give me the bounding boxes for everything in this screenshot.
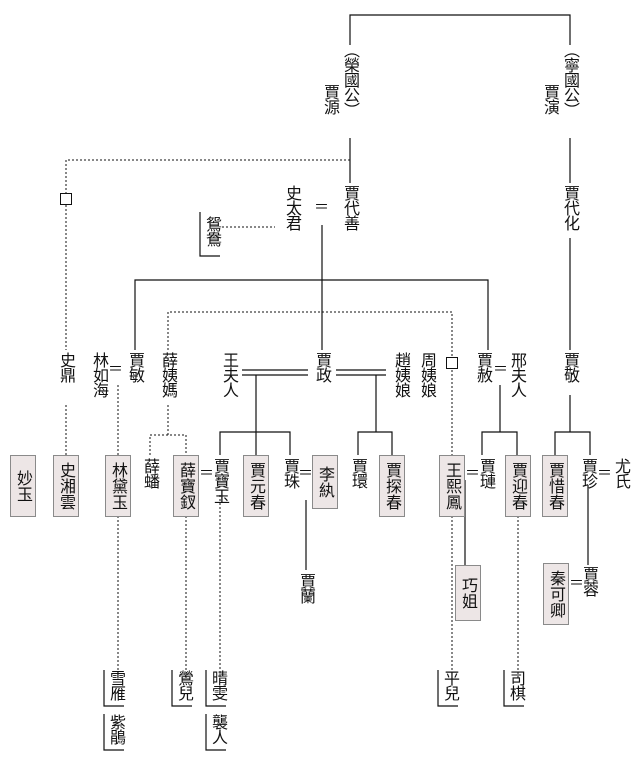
jia-min: 賈敏 [126, 352, 145, 382]
jia-huan: 賈環 [349, 458, 368, 488]
jia-tanchun-box: 賈探春 [379, 455, 405, 517]
jia-yuanchun-box: 賈元春 [243, 455, 269, 517]
jia-rong: 賈蓉 [580, 566, 599, 596]
xueyan: 雪雁 [107, 670, 126, 700]
marriage-symbol-lian: ＝ [465, 464, 481, 482]
qin-keqing-box: 秦可卿 [543, 563, 569, 625]
marriage-symbol-zhu: ＝ [298, 464, 314, 482]
jia-baoyu: 賈寶玉 [211, 458, 230, 503]
jia-lian: 賈璉 [477, 458, 496, 488]
marriage-symbol-rong: ＝ [569, 574, 585, 592]
marriage-symbol-daishan: ＝ [314, 198, 330, 216]
jia-yingchun-box: 賈迎春 [505, 455, 531, 517]
ningguo-title: （寧國公） [561, 42, 580, 117]
xue-baochai-box: 薛寶釵 [173, 455, 199, 517]
jia-daihua: 賈代化 [561, 185, 580, 230]
unknown-child-marker-wang [446, 357, 458, 369]
jia-daishan: 賈代善 [341, 185, 360, 230]
zhao-yiniang: 趙姨娘 [392, 352, 411, 397]
jia-she: 賈赦 [474, 352, 493, 382]
jia-zhen: 賈珍 [579, 458, 598, 488]
siqi: 司棋 [507, 670, 526, 700]
xue-pan: 薛蟠 [141, 458, 160, 488]
xue-yima: 薛姨媽 [159, 352, 178, 397]
marriage-symbol-lin: ＝ [108, 360, 124, 378]
jia-zheng: 賈政 [313, 352, 332, 382]
you-shi: 尤氏 [612, 458, 631, 488]
rongguo-title: （榮國公） [341, 42, 360, 117]
jia-jing: 賈敬 [561, 352, 580, 382]
yinger: 鶯兒 [175, 670, 194, 700]
xing-furen: 邢夫人 [508, 352, 527, 397]
jia-lan: 賈蘭 [297, 573, 316, 603]
shi-taijun: 史太君 [283, 185, 302, 230]
zijuan: 紫鵑 [107, 714, 126, 744]
ping-er: 平兒 [441, 670, 460, 700]
jia-zhu: 賈珠 [281, 458, 300, 488]
xiren: 襲人 [209, 714, 228, 744]
marriage-symbol-zhen: ＝ [597, 464, 613, 482]
li-wan-box: 李紈 [312, 455, 338, 509]
jia-yan: 賈演 [541, 84, 560, 114]
wang-furen: 王夫人 [220, 352, 239, 397]
zhou-yiniang: 周姨娘 [418, 352, 437, 397]
shi-xiangyun-box: 史湘雲 [53, 455, 79, 517]
qiaojie-box: 巧姐 [455, 565, 481, 621]
shi-ding: 史鼎 [57, 352, 76, 382]
wang-xifeng-box: 王熙鳳 [439, 455, 465, 517]
jia-xichun-box: 賈惜春 [542, 455, 568, 517]
miaoyu-box: 妙玉 [10, 455, 36, 517]
marriage-symbol-she: ＝ [493, 360, 509, 378]
yuanyang: 鴛鴦 [203, 216, 222, 246]
unknown-child-marker-shi [60, 193, 72, 205]
lin-ruhai: 林如海 [90, 352, 109, 397]
lin-daiyu-box: 林黛玉 [105, 455, 131, 517]
qingwen: 晴雯 [209, 670, 228, 700]
marriage-symbol-baoyu: ＝ [199, 464, 215, 482]
jia-yuan: 賈源 [321, 84, 340, 114]
